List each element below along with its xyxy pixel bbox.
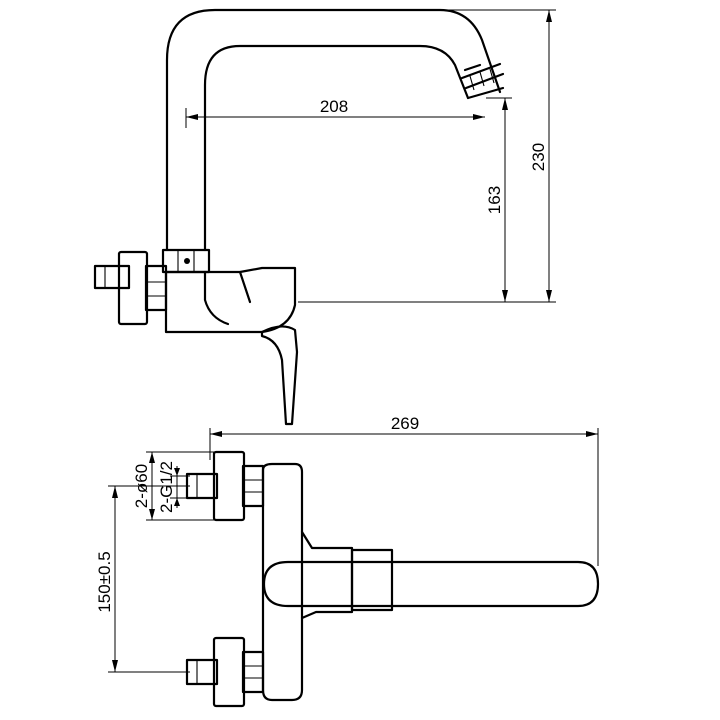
side-view-body-detail bbox=[203, 270, 252, 326]
dimension-208: 208 bbox=[185, 97, 485, 128]
side-view-body bbox=[164, 266, 297, 334]
side-view-nut-dot bbox=[184, 258, 190, 264]
dim-230-arrow-bottom bbox=[546, 290, 552, 302]
top-view-upper-nut bbox=[241, 464, 265, 508]
dim-thread-arrow-bottom bbox=[174, 498, 180, 506]
dimension-269: 269 bbox=[209, 414, 599, 566]
dimension-163: 163 bbox=[298, 97, 512, 303]
top-view-lower-nut bbox=[241, 650, 265, 694]
top-view-upper-eccentric bbox=[185, 472, 219, 500]
top-view bbox=[185, 450, 600, 708]
side-view bbox=[93, 8, 505, 426]
top-view-lower-eccentric bbox=[185, 658, 219, 686]
dim-dia-arrow-bottom bbox=[149, 509, 155, 520]
dimension-150: 150±0.5 bbox=[95, 485, 190, 673]
dim-163-arrow-bottom bbox=[502, 290, 508, 302]
top-view-spout bbox=[262, 560, 600, 608]
side-view-tip-hatch-1 bbox=[469, 75, 475, 91]
dim-163-label: 163 bbox=[485, 186, 504, 214]
dim-208-label: 208 bbox=[320, 97, 348, 116]
top-view-body bbox=[261, 462, 304, 702]
dim-thread-arrow-top bbox=[174, 468, 180, 476]
side-view-eccentric bbox=[93, 264, 131, 290]
dimension-thread: 2-G1/2 bbox=[157, 461, 190, 513]
side-view-aerator bbox=[460, 62, 505, 100]
side-view-tip-hatch-2 bbox=[479, 71, 485, 87]
dimension-230: 230 bbox=[445, 9, 556, 303]
dim-thread-label: 2-G1/2 bbox=[157, 461, 176, 513]
dim-269-label: 269 bbox=[391, 414, 419, 433]
dim-269-arrow-left bbox=[210, 431, 222, 437]
dim-dia-label: 2-ø60 bbox=[132, 464, 151, 508]
side-view-spout bbox=[165, 8, 502, 252]
dim-230-arrow-top bbox=[546, 10, 552, 22]
side-view-handle bbox=[260, 325, 299, 426]
dimension-diameter: 2-ø60 bbox=[132, 451, 244, 521]
dim-208-arrow-right bbox=[473, 114, 485, 120]
side-view-tip-hatch-3 bbox=[489, 68, 495, 84]
dim-150-arrow-top bbox=[112, 486, 118, 498]
dim-150-label: 150±0.5 bbox=[95, 551, 114, 612]
dim-230-label: 230 bbox=[529, 143, 548, 171]
dim-269-arrow-right bbox=[586, 431, 598, 437]
dim-dia-arrow-top bbox=[149, 452, 155, 463]
dim-163-arrow-top bbox=[502, 98, 508, 110]
dim-150-arrow-bottom bbox=[112, 660, 118, 672]
top-view-lower-flange bbox=[212, 636, 246, 708]
top-view-lever-block bbox=[350, 548, 394, 612]
top-view-upper-flange bbox=[212, 450, 246, 522]
dim-208-arrow-left bbox=[186, 114, 198, 120]
